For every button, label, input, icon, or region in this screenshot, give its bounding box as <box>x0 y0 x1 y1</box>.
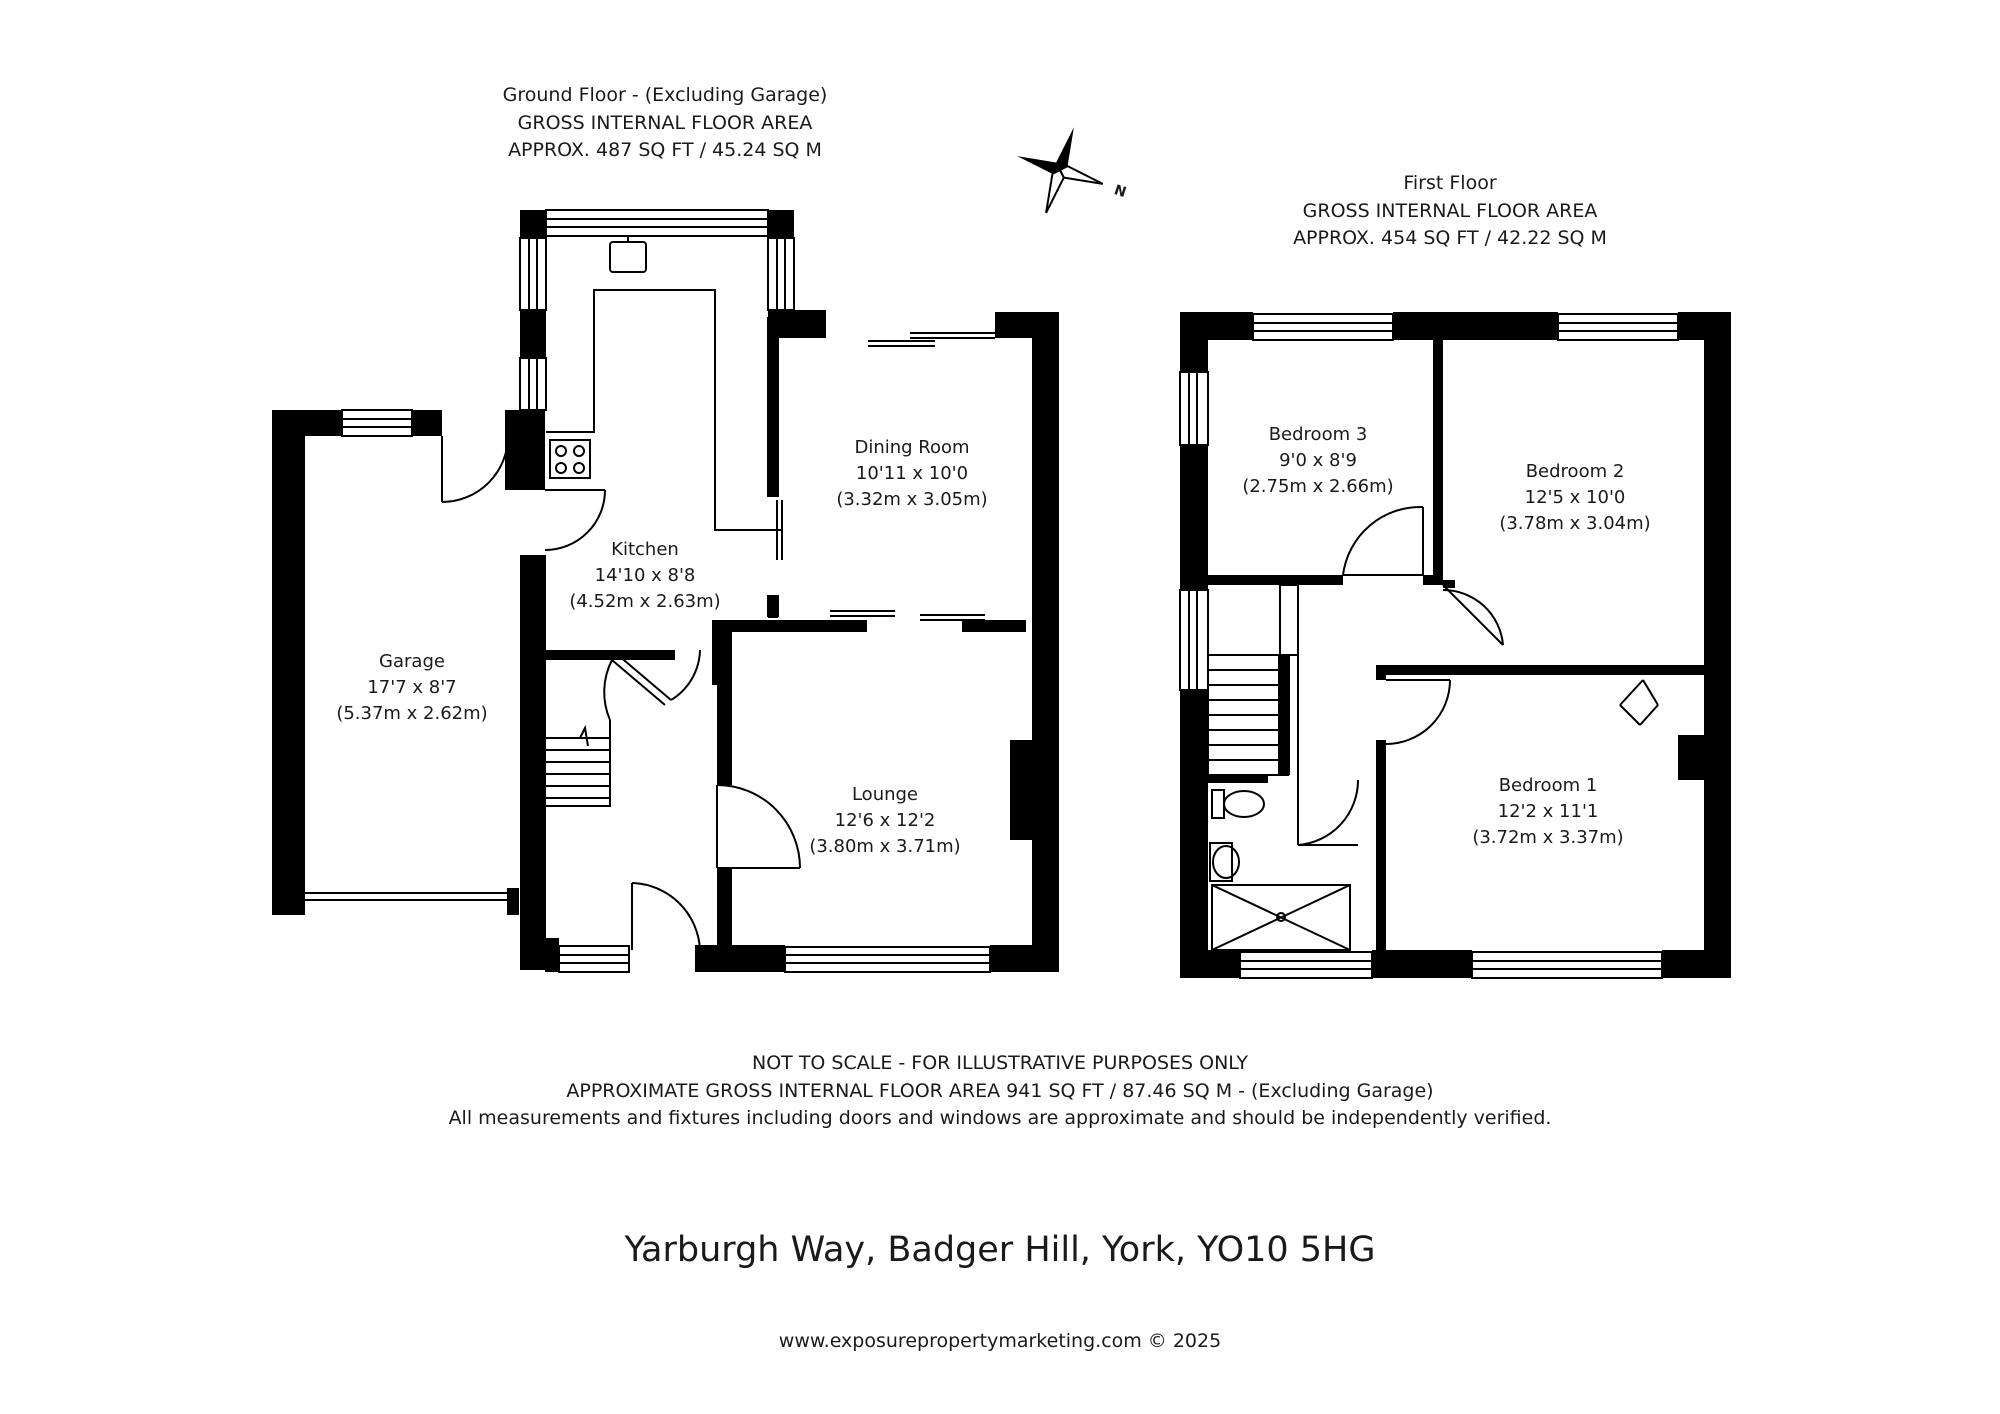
bedroom-3-name: Bedroom 3 <box>1269 424 1368 445</box>
first-floor-area: APPROX. 454 SQ FT / 42.22 SQ M <box>1293 227 1607 250</box>
first-floor-plan: Bedroom 3 9'0 x 8'9 (2.75m x 2.66m) Bedr… <box>1179 312 1731 979</box>
lounge-name: Lounge <box>852 784 918 805</box>
bedroom-3-metric: (2.75m x 2.66m) <box>1242 476 1393 497</box>
verification-note: All measurements and fixtures including … <box>448 1107 1552 1130</box>
toilet-icon <box>1211 789 1265 819</box>
compass-north-label: N <box>1112 182 1128 201</box>
lounge-walls <box>695 620 1059 972</box>
label-bedroom-1: Bedroom 1 12'2 x 11'1 (3.72m x 3.37m) <box>1472 775 1623 848</box>
hob-icon <box>549 439 591 479</box>
bedroom-2-name: Bedroom 2 <box>1526 461 1625 482</box>
ground-floor-area-title: GROSS INTERNAL FLOOR AREA <box>517 111 813 134</box>
ground-floor-title: Ground Floor - (Excluding Garage) <box>502 84 828 106</box>
dining-room-name: Dining Room <box>854 437 969 458</box>
bedroom-1-metric: (3.72m x 3.37m) <box>1472 827 1623 848</box>
label-garage: Garage 17'7 x 8'7 (5.37m x 2.62m) <box>336 651 487 724</box>
garage-metric: (5.37m x 2.62m) <box>336 703 487 724</box>
first-floor-doors <box>1297 505 1659 846</box>
website-credit: www.exposurepropertymarketing.com © 2025 <box>600 1328 1400 1356</box>
label-bedroom-3: Bedroom 3 9'0 x 8'9 (2.75m x 2.66m) <box>1242 424 1393 497</box>
property-address: Yarburgh Way, Badger Hill, York, YO10 5H… <box>400 1225 1600 1276</box>
basin-icon <box>1209 842 1240 882</box>
shower-tray-icon <box>1211 884 1351 951</box>
garage-window <box>341 409 413 437</box>
footer-notes: NOT TO SCALE - FOR ILLUSTRATIVE PURPOSES… <box>200 1050 1800 1133</box>
ground-floor-header: Ground Floor - (Excluding Garage) GROSS … <box>400 82 930 165</box>
kitchen-worktop <box>546 289 783 560</box>
dining-room-walls <box>767 312 1059 972</box>
ground-floor-plan: Garage 17'7 x 8'7 (5.37m x 2.62m) Kitche… <box>272 209 1059 973</box>
dining-room-imperial: 10'11 x 10'0 <box>856 463 968 484</box>
first-floor-stairs <box>1207 584 1299 845</box>
hallway-walls <box>545 650 675 972</box>
total-area-text: APPROXIMATE GROSS INTERNAL FLOOR AREA 94… <box>566 1079 1434 1102</box>
address-text: Yarburgh Way, Badger Hill, York, YO10 5H… <box>624 1230 1376 1270</box>
bedroom-1-imperial: 12'2 x 11'1 <box>1498 801 1599 822</box>
stairs <box>544 720 611 807</box>
first-floor-windows <box>1179 313 1679 979</box>
kitchen-name: Kitchen <box>611 539 679 560</box>
first-floor-title: First Floor <box>1403 172 1497 194</box>
lounge-metric: (3.80m x 3.71m) <box>809 836 960 857</box>
dining-lounge-sliding-door <box>830 610 985 621</box>
first-floor-area-title: GROSS INTERNAL FLOOR AREA <box>1302 199 1598 222</box>
dining-room-metric: (3.32m x 3.05m) <box>836 489 987 510</box>
lounge-window <box>784 946 991 973</box>
label-kitchen: Kitchen 14'10 x 8'8 (4.52m x 2.63m) <box>569 539 720 612</box>
cupboard-door <box>603 649 701 721</box>
lounge-door <box>716 784 801 869</box>
ground-floor-area: APPROX. 487 SQ FT / 45.24 SQ M <box>508 139 822 162</box>
bedroom-2-metric: (3.78m x 3.04m) <box>1499 513 1650 534</box>
bedroom-1-name: Bedroom 1 <box>1499 775 1598 796</box>
lounge-imperial: 12'6 x 12'2 <box>835 810 936 831</box>
garage-name: Garage <box>379 651 445 672</box>
garage <box>272 410 519 915</box>
kitchen-door <box>544 489 606 551</box>
kitchen-sink-icon <box>609 236 647 273</box>
disclaimer-text: NOT TO SCALE - FOR ILLUSTRATIVE PURPOSES… <box>752 1052 1248 1074</box>
sliding-patio-door <box>868 332 995 347</box>
label-dining-room: Dining Room 10'11 x 10'0 (3.32m x 3.05m) <box>836 437 987 510</box>
kitchen-imperial: 14'10 x 8'8 <box>595 565 696 586</box>
compass-icon: N <box>1017 127 1128 214</box>
first-floor-walls <box>1180 312 1731 978</box>
kitchen-windows <box>519 209 795 411</box>
bedroom-3-imperial: 9'0 x 8'9 <box>1279 450 1357 471</box>
first-floor-header: First Floor GROSS INTERNAL FLOOR AREA AP… <box>1200 170 1700 253</box>
garage-imperial: 17'7 x 8'7 <box>367 677 456 698</box>
label-lounge: Lounge 12'6 x 12'2 (3.80m x 3.71m) <box>809 784 960 857</box>
front-door <box>558 882 701 973</box>
label-bedroom-2: Bedroom 2 12'5 x 10'0 (3.78m x 3.04m) <box>1499 461 1650 534</box>
bedroom-2-imperial: 12'5 x 10'0 <box>1525 487 1626 508</box>
kitchen-metric: (4.52m x 2.63m) <box>569 591 720 612</box>
website-text: www.exposurepropertymarketing.com © 2025 <box>778 1330 1222 1352</box>
